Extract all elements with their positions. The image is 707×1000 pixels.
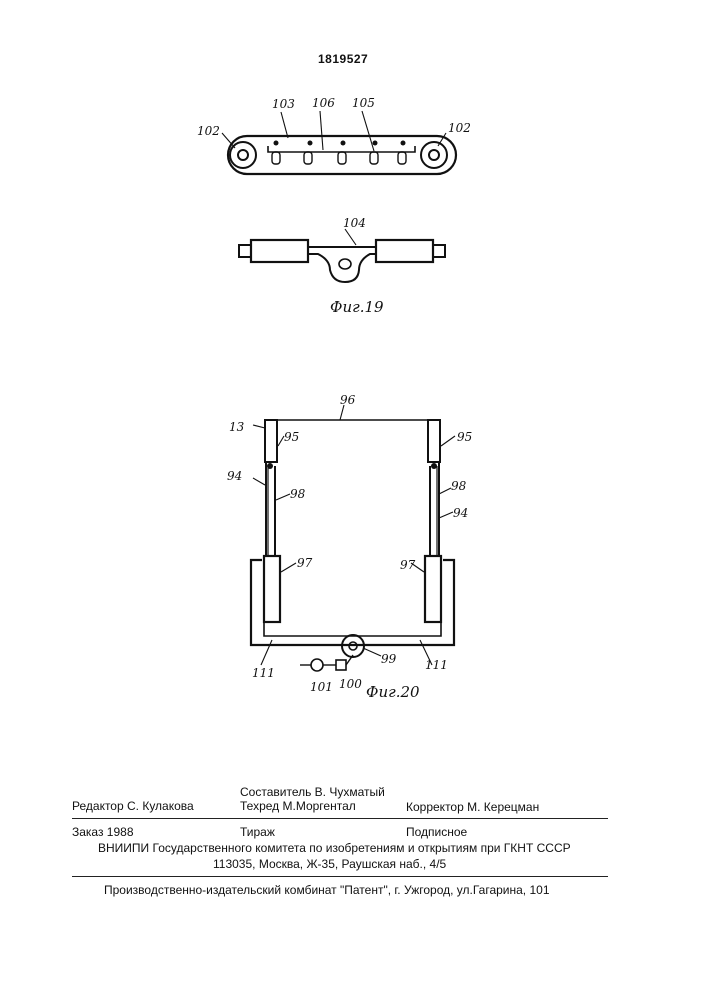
label-106: 106 (312, 96, 335, 110)
label-97-right: 97 (400, 558, 416, 572)
label-96: 96 (340, 393, 356, 407)
label-95-right: 95 (457, 430, 472, 444)
label-94-left: 94 (227, 469, 242, 483)
imprint-corrector: Корректор М. Керецман (406, 800, 539, 814)
caption-fig20: Фиг.20 (366, 683, 420, 701)
imprint-rule-top (72, 818, 608, 819)
fig20-lifting-frame (251, 420, 454, 671)
imprint-organization: ВНИИПИ Государственного комитета по изоб… (98, 841, 571, 855)
label-99: 99 (381, 652, 397, 666)
imprint-subscription: Подписное (406, 825, 467, 839)
imprint-address: 113035, Москва, Ж-35, Раушская наб., 4/5 (213, 857, 446, 871)
imprint-circulation: Тираж (240, 825, 275, 839)
label-95-left: 95 (284, 430, 299, 444)
label-98-right: 98 (451, 479, 467, 493)
label-100: 100 (339, 677, 362, 691)
label-111-right: 111 (425, 658, 448, 672)
imprint-rule-bottom (72, 876, 608, 877)
label-104: 104 (343, 216, 366, 230)
label-97-left: 97 (297, 556, 313, 570)
imprint-publisher: Производственно-издательский комбинат "П… (104, 883, 550, 897)
imprint-editor: Редактор С. Кулакова (72, 799, 194, 813)
label-98-left: 98 (290, 487, 306, 501)
imprint-order: Заказ 1988 (72, 825, 134, 839)
imprint-techred: Техред М.Моргентал (240, 799, 356, 813)
label-105: 105 (352, 96, 375, 110)
label-101: 101 (310, 680, 333, 694)
imprint-compiler: Составитель В. Чухматый (240, 785, 385, 799)
label-111-left: 111 (252, 666, 275, 680)
label-94-right: 94 (453, 506, 468, 520)
label-103: 103 (272, 97, 295, 111)
fig19-part-104 (239, 240, 445, 282)
label-13: 13 (229, 420, 245, 434)
label-102-left: 102 (197, 124, 220, 138)
label-102-right: 102 (448, 121, 471, 135)
caption-fig19: Фиг.19 (330, 298, 384, 316)
